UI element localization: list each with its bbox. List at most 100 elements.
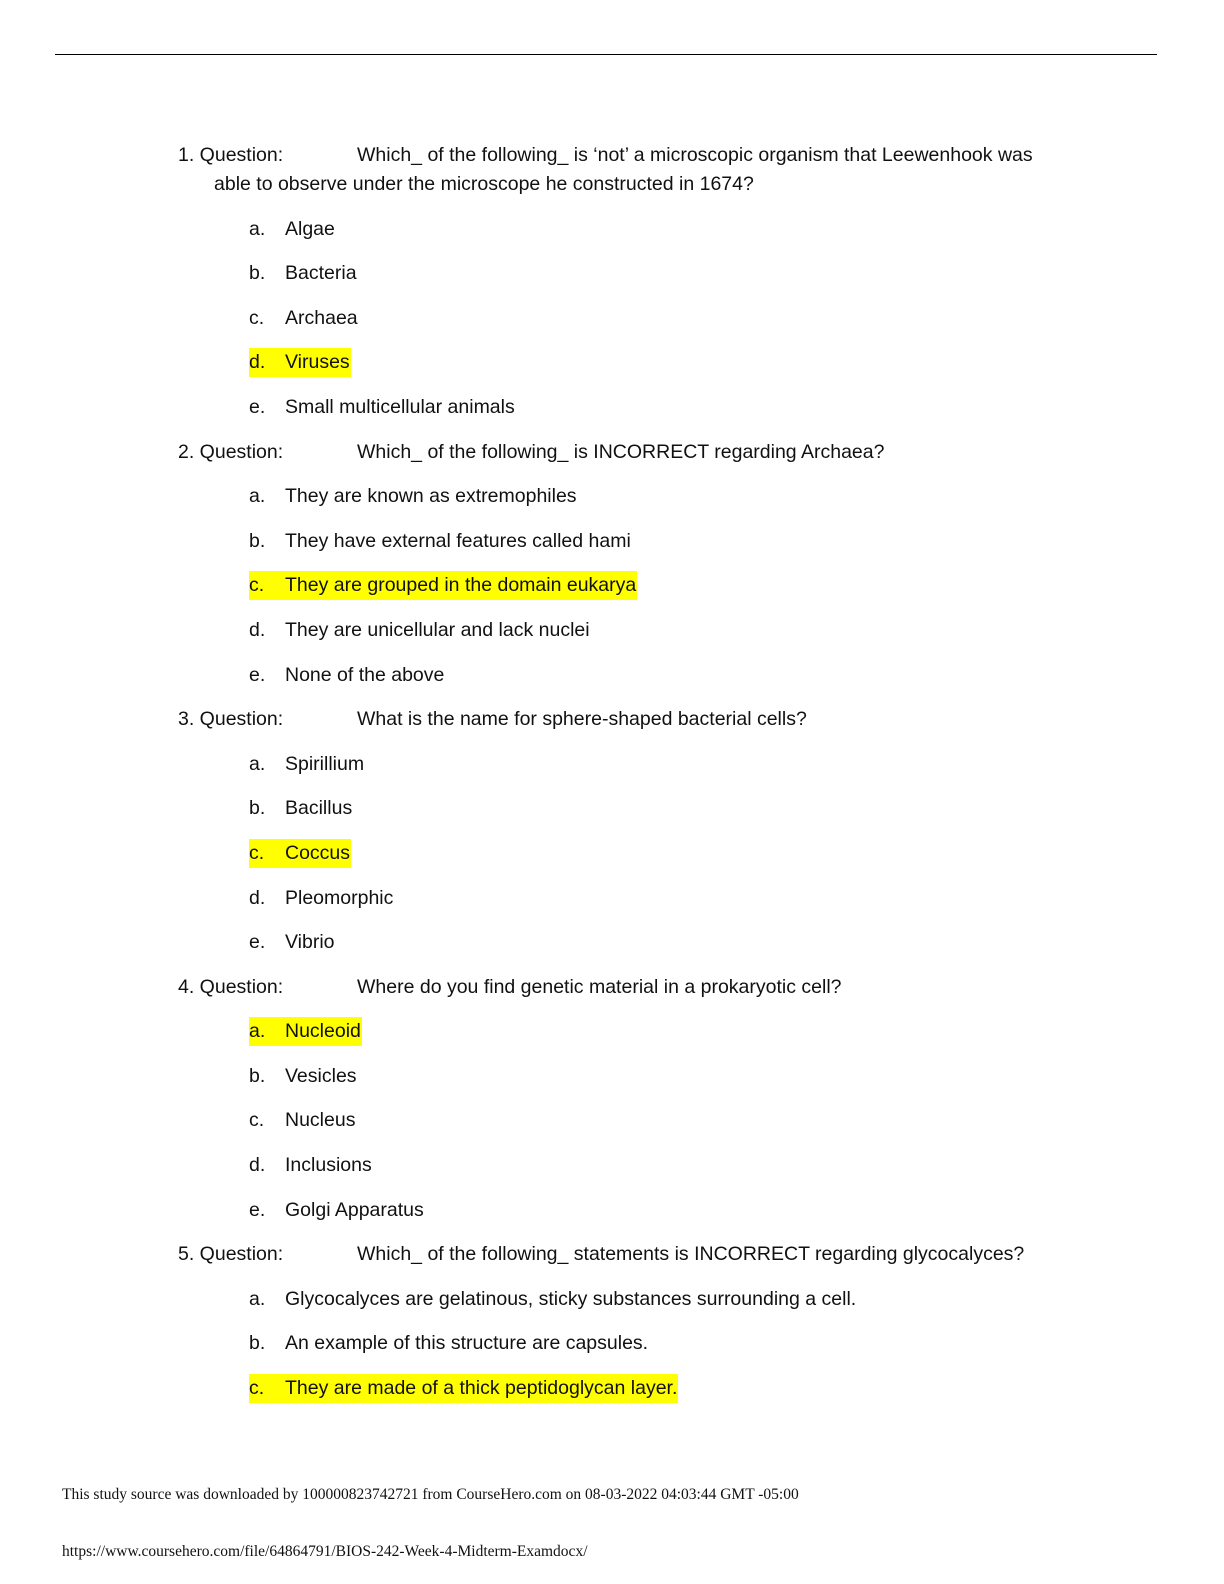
option-letter: e. (249, 663, 266, 686)
option-text: Spirillium (285, 752, 365, 775)
answer-option: b. An example of this structure are capsu… (0, 1329, 1224, 1358)
answer-choice: b.They have external features called ham… (249, 527, 632, 556)
highlighted-answer: c. They are grouped in the domain eukarya (249, 571, 638, 601)
answer-option: e. Vibrio (0, 928, 1224, 957)
option-text: Algae (285, 217, 335, 240)
option-letter: d. (249, 1154, 266, 1177)
option-text: They are made of a thick peptidoglycan l… (285, 1377, 678, 1400)
answer-choice: a. Algae (249, 215, 336, 244)
option-text: Inclusions (285, 1154, 372, 1177)
answer-option: a. Algae (0, 215, 1224, 244)
answer-choice: e. Golgi Apparatus (249, 1196, 425, 1225)
highlighted-answer: c. They are made of a thick peptidoglycan… (249, 1374, 679, 1404)
answer-option: c. Coccus (0, 838, 1224, 868)
question-label: 4. Question: (178, 975, 284, 998)
option-letter: a. (249, 485, 266, 508)
option-text: Vibrio (285, 931, 335, 954)
option-letter: c. (249, 841, 265, 864)
answer-option: a.They are known as extremophiles (0, 482, 1224, 511)
question-label: 3. Question: (178, 708, 284, 731)
question-text: Where do you find genetic material in a … (357, 975, 842, 998)
answer-option: c. They are made of a thick peptidoglycan… (0, 1374, 1224, 1404)
answer-option: b.Bacteria (0, 259, 1224, 288)
question-text: Which_ of the following_ is INCORRECT re… (357, 440, 885, 463)
answer-choice: e. Small multicellular animals (249, 393, 516, 422)
highlighted-answer: c. Coccus (249, 838, 352, 868)
option-letter: e. (249, 931, 266, 954)
option-text: They are grouped in the domain eukarya (285, 574, 637, 597)
answer-option: d.They are unicellular and lack nuclei (0, 616, 1224, 645)
answer-choice: e. None of the above (249, 661, 445, 690)
answer-choice: b. Vesicles (249, 1062, 358, 1091)
option-letter: a. (249, 1287, 266, 1310)
option-text: Nucleoid (285, 1020, 361, 1043)
option-letter: e. (249, 395, 266, 418)
answer-choice: b. An example of this structure are capsu… (249, 1329, 649, 1358)
answer-choice: d. Inclusions (249, 1151, 373, 1180)
header-rule (55, 54, 1157, 55)
option-letter: e. (249, 1198, 266, 1221)
option-text: Bacillus (285, 797, 353, 820)
option-letter: c. (249, 1377, 265, 1400)
option-letter: d. (249, 886, 266, 909)
question-label: 1. Question: (178, 144, 284, 166)
answer-option: a. Glycocalyces are gelatinous, sticky su… (0, 1285, 1224, 1314)
answer-option: b. Bacillus (0, 794, 1224, 823)
question-2: 2. Question: Which_ of the following_ is … (0, 438, 1224, 467)
answer-choice: d. Pleomorphic (249, 884, 394, 913)
answer-option: d. Viruses (0, 348, 1224, 378)
answer-option: c. Nucleus (0, 1106, 1224, 1135)
answer-option: e. Golgi Apparatus (0, 1196, 1224, 1225)
answer-option: b. Vesicles (0, 1062, 1224, 1091)
option-letter: a. (249, 1020, 266, 1043)
option-text: Archaea (285, 306, 358, 329)
question-text: Which_ of the following_ statements is I… (357, 1243, 1025, 1266)
answer-choice: b.Bacteria (249, 259, 358, 288)
option-text: Viruses (285, 351, 350, 374)
option-letter: a. (249, 217, 266, 240)
option-letter: b. (249, 1064, 266, 1087)
answer-option: b.They have external features called ham… (0, 527, 1224, 556)
question-list: 1. Question: Which_ of the following_ is … (0, 141, 1224, 1419)
option-letter: c. (249, 306, 265, 329)
question-5: 5. Question: Which_ of the following_ sta… (0, 1240, 1224, 1269)
option-letter: b. (249, 797, 266, 820)
answer-choice: c. Nucleus (249, 1106, 356, 1135)
option-letter: c. (249, 1109, 265, 1132)
option-text: Glycocalyces are gelatinous, sticky subs… (285, 1287, 857, 1310)
answer-option: d. Inclusions (0, 1151, 1224, 1180)
question-label: 2. Question: (178, 440, 284, 463)
answer-choice: c. Archaea (249, 304, 359, 333)
option-text: Coccus (285, 841, 351, 864)
option-letter: d. (249, 351, 266, 374)
option-letter: b. (249, 529, 266, 552)
question-label: 5. Question: (178, 1243, 284, 1266)
option-text: None of the above (285, 663, 445, 686)
option-text: An example of this structure are capsule… (285, 1332, 649, 1355)
question-text: Which_ of the following_ is ‘not’ a micr… (357, 144, 1033, 166)
answer-choice: a.Spirillium (249, 750, 365, 779)
option-letter: b. (249, 1332, 266, 1355)
answer-choice: a. Glycocalyces are gelatinous, sticky su… (249, 1285, 857, 1314)
highlighted-answer: a. Nucleoid (249, 1017, 362, 1047)
option-text: Small multicellular animals (285, 395, 515, 418)
answer-option: e. None of the above (0, 661, 1224, 690)
source-url: https://www.coursehero.com/file/64864791… (62, 1543, 588, 1560)
question-1: 1. Question: Which_ of the following_ is … (0, 141, 1224, 199)
option-text: Golgi Apparatus (285, 1198, 424, 1221)
option-text: Vesicles (285, 1064, 357, 1087)
option-text: They are unicellular and lack nuclei (285, 618, 590, 641)
option-text: Nucleus (285, 1109, 356, 1132)
answer-option: d. Pleomorphic (0, 884, 1224, 913)
option-text: Pleomorphic (285, 886, 394, 909)
option-text: Bacteria (285, 262, 357, 285)
question-text-continued: able to observe under the microscope he … (214, 173, 754, 195)
question-3: 3. Question: What is the name for sphere-… (0, 705, 1224, 734)
answer-option: a. Nucleoid (0, 1017, 1224, 1047)
answer-choice: b. Bacillus (249, 794, 353, 823)
highlighted-answer: d. Viruses (249, 348, 351, 378)
answer-choice: e. Vibrio (249, 928, 336, 957)
option-letter: c. (249, 574, 265, 597)
answer-option: e. Small multicellular animals (0, 393, 1224, 422)
question-text: What is the name for sphere-shaped bacte… (357, 708, 807, 731)
